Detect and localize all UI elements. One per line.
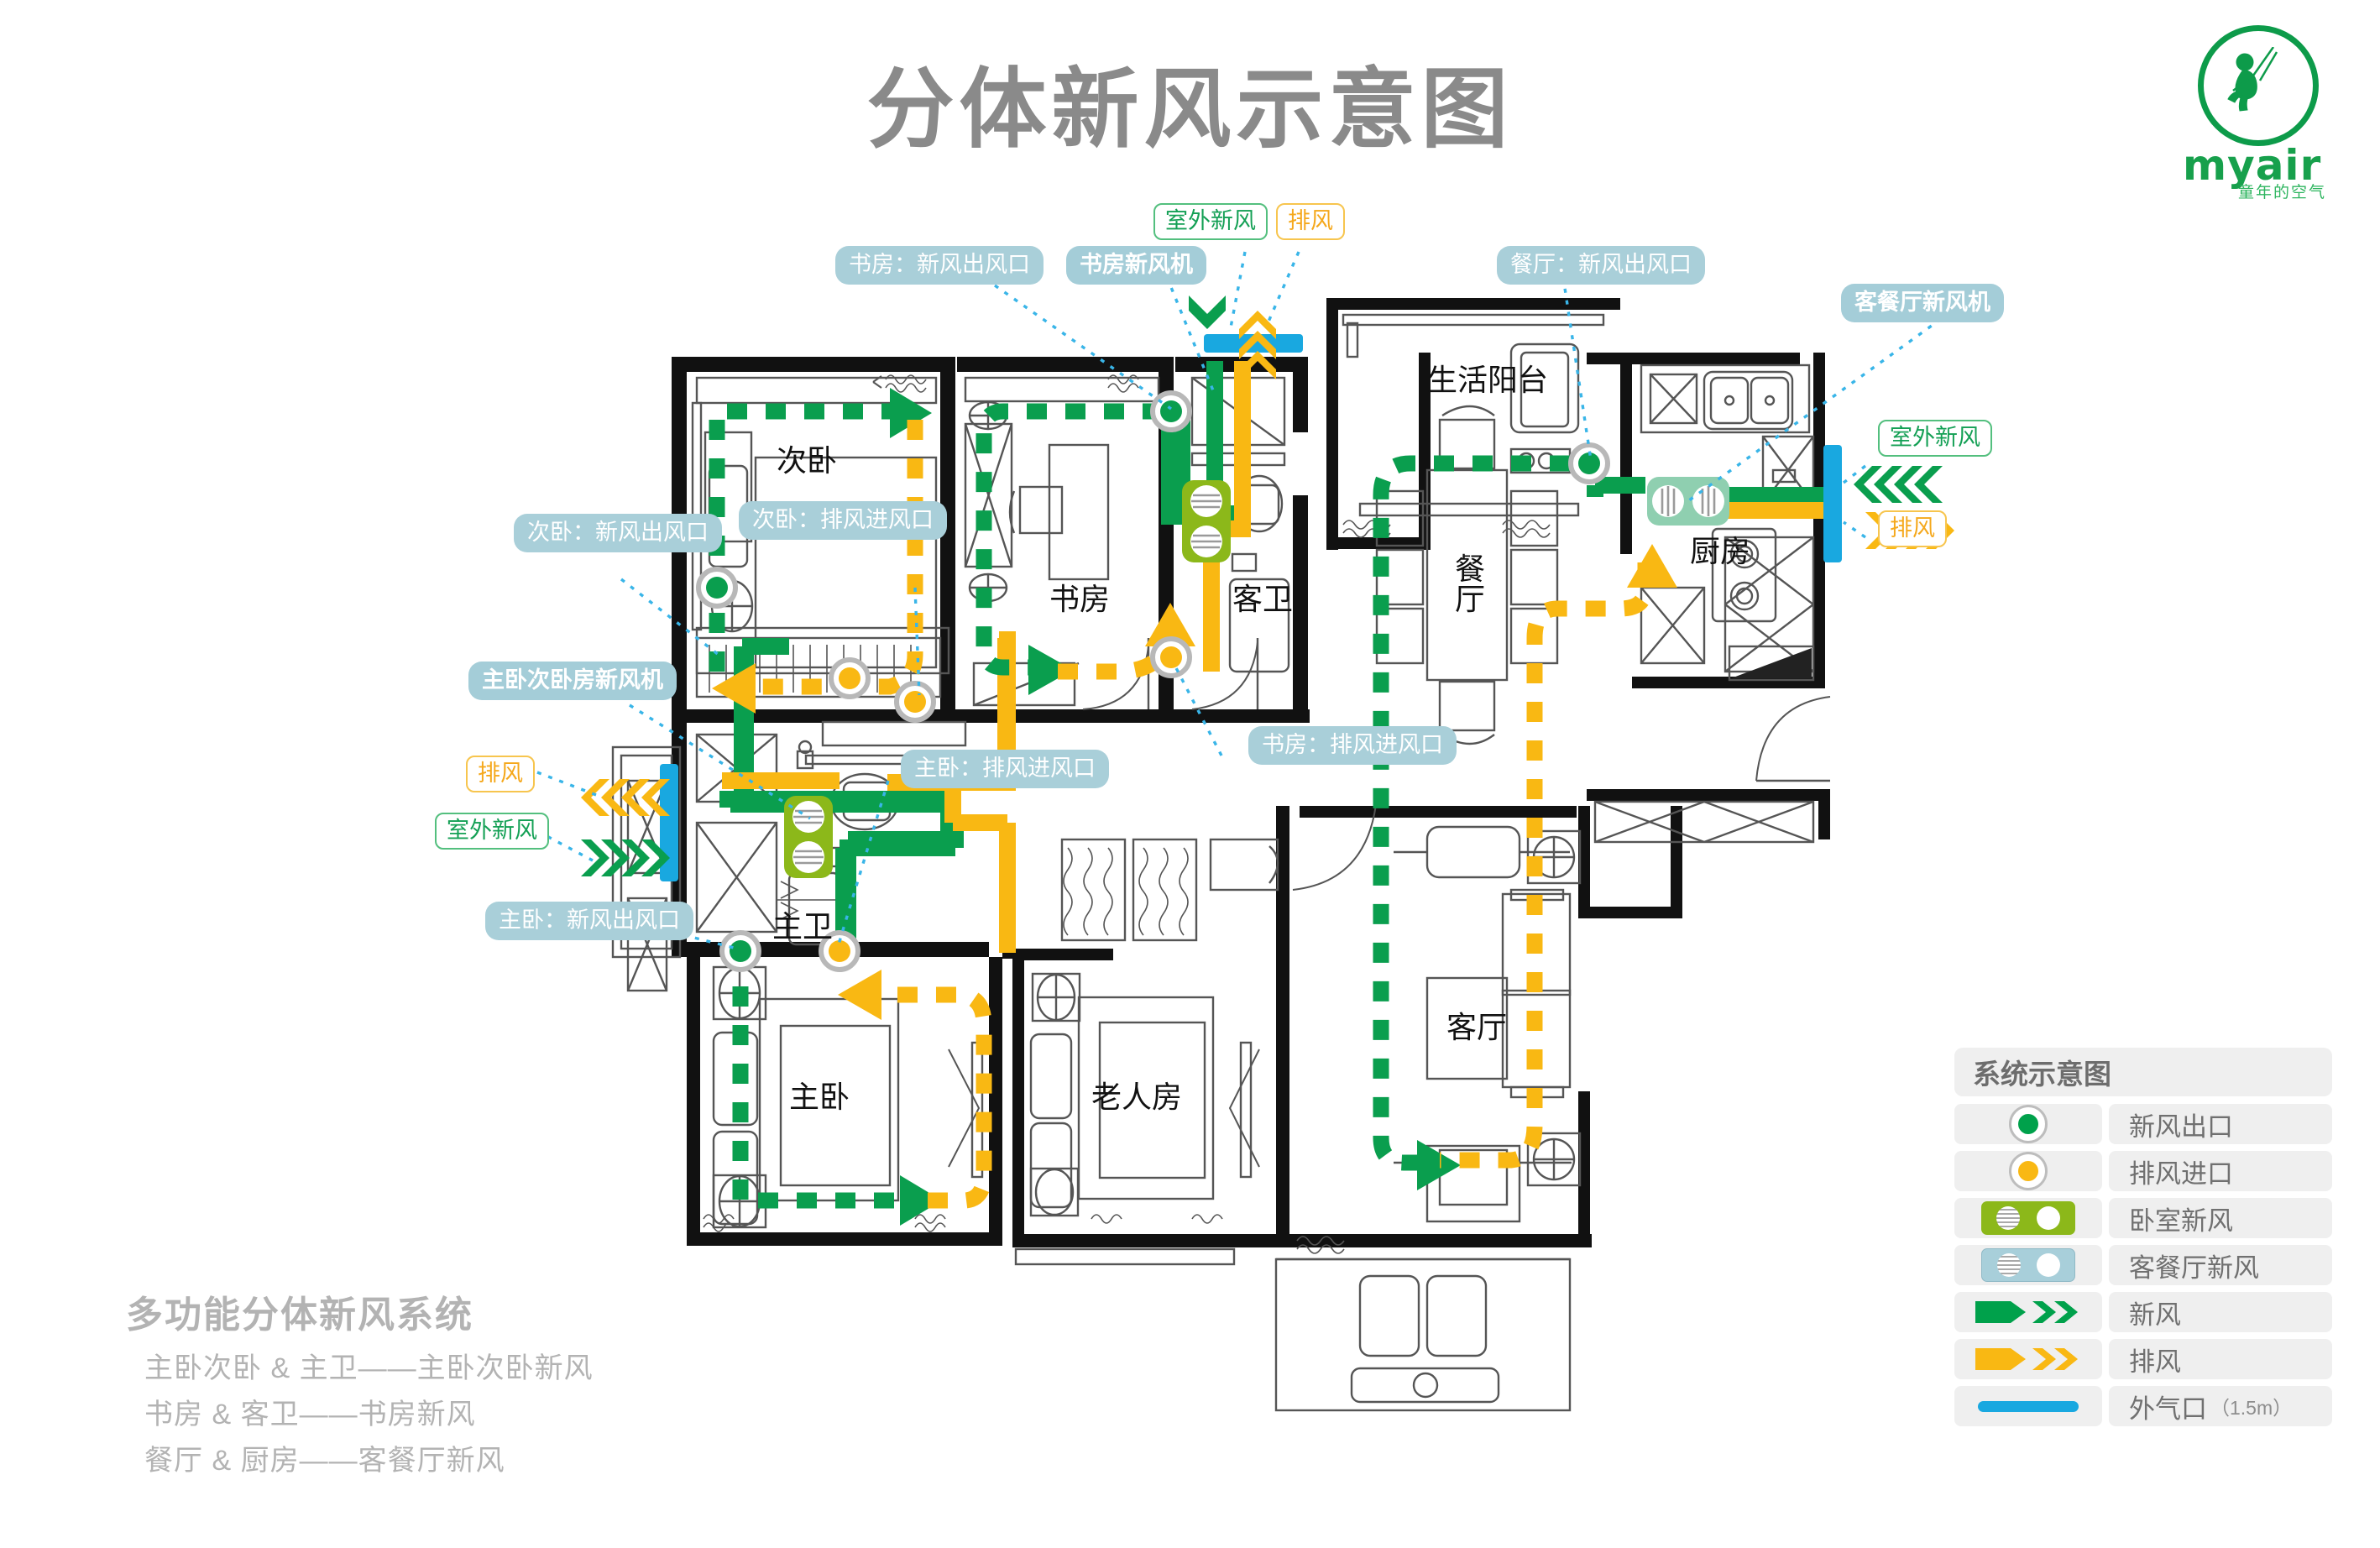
flow-study-exhaust [1058,636,1175,680]
master-fresh-duct [730,653,964,953]
chevrons-exhaust-left [581,779,670,816]
port-green-study [1150,390,1192,432]
legend-swatch-fresh-air-flow [1954,1292,2102,1332]
port-orange-second-bed-2 [829,657,871,699]
brand-logo: myair 童年的空气 [2183,25,2351,201]
flow-master-exhaust [865,986,992,1209]
legend-label-fresh-air-flow: 新风 [2129,1300,2181,1330]
caption-heading: 多功能分体新风系统 [126,1294,473,1336]
legend-label-bedroom-unit: 卧室新风 [2129,1205,2233,1236]
legend-row-fresh-air-flow: 新风 [1954,1292,2332,1332]
callout-master-second-unit: 主卧次卧房新风机 [468,662,677,700]
legend-swatch-exhaust-inlet [1954,1151,2102,1191]
logo-ring-icon [2198,25,2319,146]
unit-master-second-bedroom [1182,480,1231,562]
arrow-study-exhaust [1145,603,1195,646]
chevrons-outdoor-right [1854,466,1943,503]
arrow-master-exhaust [838,970,881,1020]
legend-swatch-living-unit [1954,1245,2102,1285]
chevrons-outdoor-left [581,839,670,876]
room-label-kitchen: 厨房 [1690,534,1751,568]
outdoor-port-right [1823,445,1842,562]
caption-line-2: 书房 & 客卫——书房新风 [144,1399,476,1430]
caption-line-3: 餐厅 & 厨房——客餐厅新风 [144,1445,505,1477]
legend-row-bedroom-unit: 卧室新风 [1954,1198,2332,1238]
exhaust-duct-solid [722,361,1826,953]
arrow-second-bed-fresh [890,388,932,438]
chevrons-outdoor-top [1189,295,1226,329]
flow-study-fresh [976,403,1163,676]
callout-outdoor-air-left: 室外新风 [435,813,549,850]
callout-living-dining-unit: 客餐厅新风机 [1841,284,2004,322]
port-green-dining [1568,442,1610,484]
room-label-service-balcony: 生活阳台 [1427,363,1549,397]
legend-swatch-outdoor-port [1954,1386,2102,1426]
caption-line-1: 主卧次卧 & 主卫——主卧次卧新风 [144,1352,594,1384]
port-orange-study [1150,636,1192,678]
child-on-swing-icon [2227,47,2278,112]
legend-row-fresh-air-outlet: 新风出口 [1954,1104,2332,1144]
room-label-dining: 餐厅 [1455,552,1486,616]
room-label-guest-bath: 客卫 [1232,582,1294,616]
legend-row-exhaust-flow: 排风 [1954,1339,2332,1379]
legend-swatch-fresh-air-outlet [1954,1104,2102,1144]
arrow-kitchen-exhaust [1627,544,1677,588]
room-label-master-bedroom: 主卧 [789,1080,850,1114]
callout-outdoor-air-right: 室外新风 [1878,420,1992,457]
callout-study-supply: 书房：新风出风口 [835,246,1044,285]
room-label-living-room: 客厅 [1446,1010,1508,1044]
legend-row-exhaust-inlet: 排风进口 [1954,1151,2332,1191]
room-label-study: 书房 [1049,582,1111,616]
page-title: 分体新风示意图 [866,61,1514,159]
callout-exhaust-right: 排风 [1878,510,1947,547]
legend-swatch-exhaust-flow [1954,1339,2102,1379]
legend-unit-outdoor-port: （1.5m） [2210,1397,2293,1419]
room-label-elder-room: 老人房 [1091,1080,1183,1114]
legend-swatch-bedroom-unit [1954,1198,2102,1238]
callout-master-return: 主卧：排风进风口 [901,750,1109,788]
room-label-second-bedroom: 次卧 [777,443,838,478]
callout-study-unit: 书房新风机 [1066,246,1206,285]
unit-study [784,796,833,878]
legend-row-outdoor-port: 外气口 （1.5m） [1954,1386,2332,1426]
arrow-second-bed-exhaust [712,663,756,714]
chevrons-exhaust-top [1239,311,1276,379]
unit-living-dining [1647,477,1729,526]
callout-dining-supply: 餐厅：新风出风口 [1497,246,1705,285]
legend-title: 系统示意图 [1954,1048,2332,1096]
callout-study-return: 书房：排风进风口 [1248,726,1457,765]
logo-subtitle: 童年的空气 [2238,184,2327,201]
callout-second-bed-return: 次卧：排风进风口 [739,501,947,540]
arrow-dining-fresh [1417,1140,1461,1190]
flow-kitchen-exhaust [1440,562,1654,1169]
legend-panel: 系统示意图 新风出口 排风进口 卧室新风 客餐厅新风 [1954,1048,2332,1433]
legend-label-outdoor-port: 外气口 [2129,1394,2207,1424]
logo-wordmark: myair [2183,141,2322,190]
room-label-master-bath: 主卫 [772,909,834,944]
outdoor-port-top [1204,334,1303,353]
arrow-master-fresh [900,1175,942,1226]
legend-label-exhaust-flow: 排风 [2129,1347,2181,1377]
legend-label-living-unit: 客餐厅新风 [2129,1253,2259,1283]
port-green-master [719,930,761,972]
callout-outdoor-air-top: 室外新风 [1153,203,1268,240]
callout-master-supply: 主卧：新风出风口 [485,902,693,940]
outdoor-port-left [660,764,678,881]
callout-exhaust-top: 排风 [1276,203,1345,240]
legend-label-exhaust-inlet: 排风进口 [2129,1158,2233,1189]
legend-row-living-unit: 客餐厅新风 [1954,1245,2332,1285]
fresh-air-duct-solid [719,361,1826,949]
port-orange-second-bed [894,681,936,723]
callout-exhaust-left: 排风 [466,756,535,792]
arrow-study-fresh [1028,645,1073,695]
legend-label-fresh-air-outlet: 新风出口 [2129,1111,2233,1142]
system-caption: 多功能分体新风系统 主卧次卧 & 主卫——主卧次卧新风 书房 & 客卫——书房新… [126,1284,594,1483]
callout-second-bed-supply: 次卧：新风出风口 [514,514,722,552]
port-green-second-bed [696,567,738,609]
study-fresh-duct [1161,416,1202,525]
